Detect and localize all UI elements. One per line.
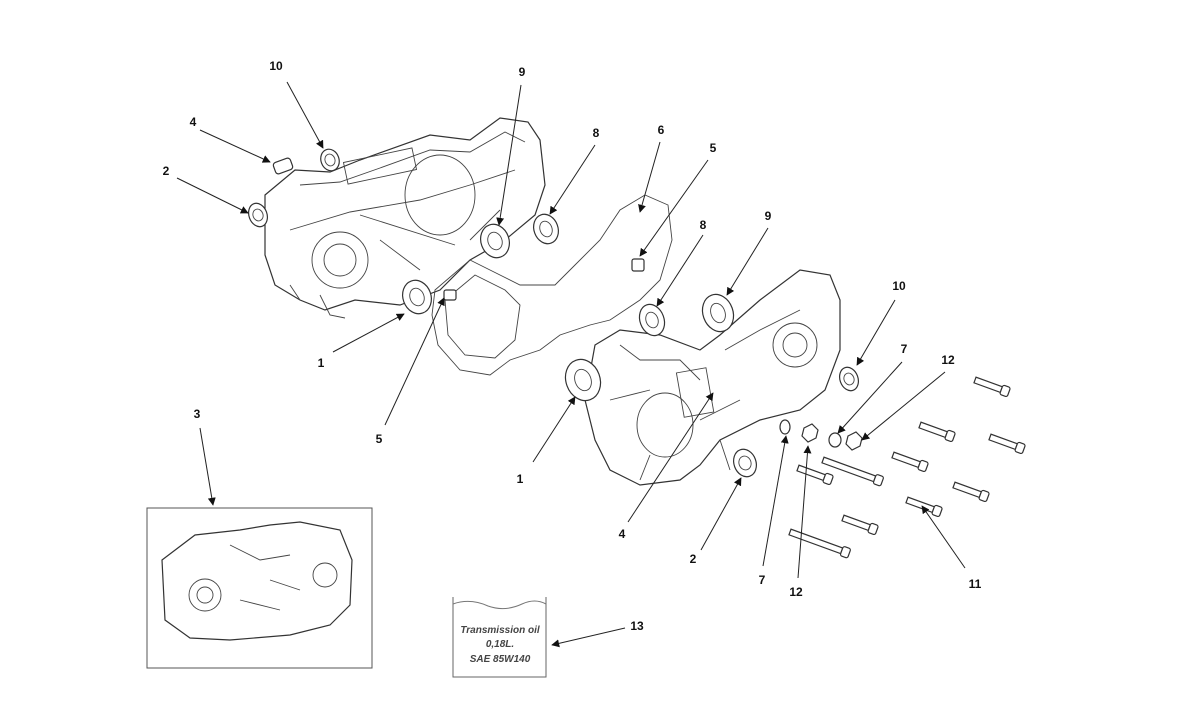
callout-5-left: 5 xyxy=(376,432,383,446)
oil-label-line1: Transmission oil xyxy=(460,625,540,636)
callout-11: 11 xyxy=(969,577,982,591)
callout-12-right: 12 xyxy=(941,353,955,367)
oil-label-line2: 0,18L. xyxy=(486,639,514,650)
callout-9-left: 9 xyxy=(519,65,526,79)
bolts xyxy=(788,376,1026,559)
callout-7-bottom: 7 xyxy=(759,573,766,587)
crankcase-gasket xyxy=(431,194,673,376)
callout-2-left: 2 xyxy=(163,164,170,178)
callout-10-right: 10 xyxy=(892,279,906,293)
callout-1-left: 1 xyxy=(318,356,325,370)
callout-8-left: 8 xyxy=(593,126,600,140)
oil-container: Transmission oil 0,18L. SAE 85W140 xyxy=(452,597,547,678)
callout-numbers: 10 4 2 9 8 1 5 6 5 8 9 10 7 12 1 4 2 7 1… xyxy=(163,59,982,633)
leader-lines xyxy=(176,81,966,648)
oil-label-line3: SAE 85W140 xyxy=(470,654,531,665)
callout-13: 13 xyxy=(630,619,644,633)
callout-4-right: 4 xyxy=(619,527,626,541)
assembled-crankcase-inset xyxy=(146,507,373,669)
callout-7-right: 7 xyxy=(901,342,908,356)
callout-8-right: 8 xyxy=(700,218,707,232)
callout-6: 6 xyxy=(658,123,665,137)
callout-9-right: 9 xyxy=(765,209,772,223)
callout-3: 3 xyxy=(194,407,201,421)
callout-2-right: 2 xyxy=(690,552,697,566)
callout-12-bottom: 12 xyxy=(789,585,803,599)
callout-10-left: 10 xyxy=(269,59,283,73)
small-parts xyxy=(247,148,863,478)
callout-5-right: 5 xyxy=(710,141,717,155)
callout-4-left: 4 xyxy=(190,115,197,129)
right-crankcase-half xyxy=(584,269,841,486)
left-crankcase-half xyxy=(264,117,546,319)
callout-1-right: 1 xyxy=(517,472,524,486)
